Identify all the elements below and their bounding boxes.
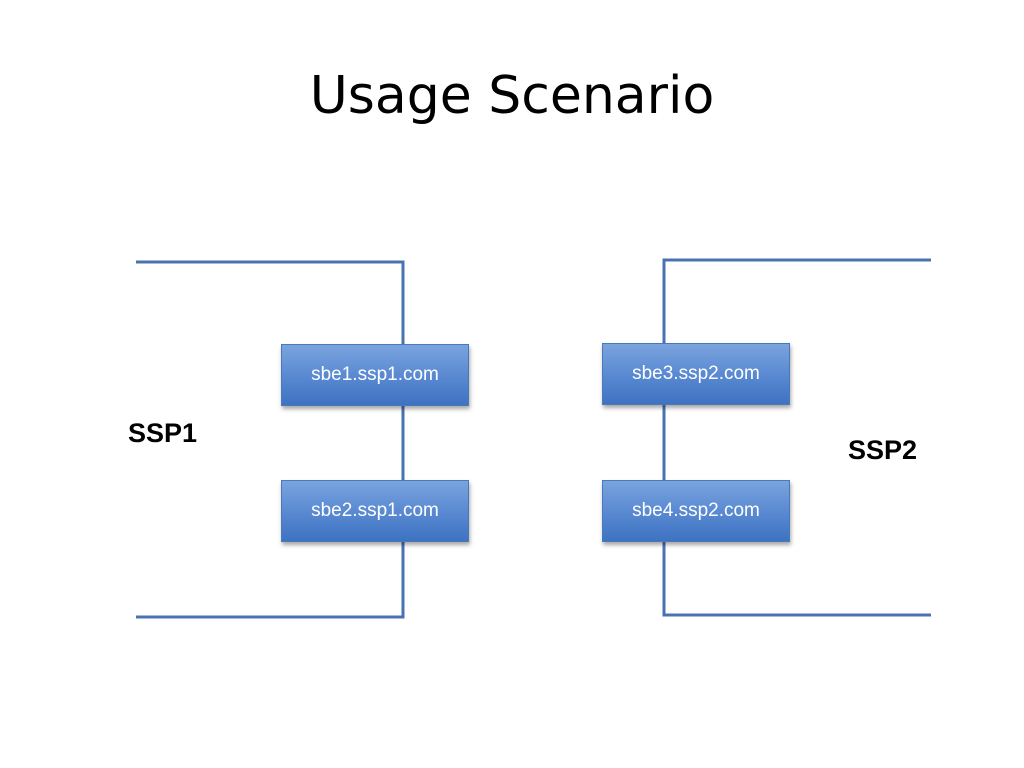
ssp1-boundary-line — [136, 260, 405, 619]
domain-label-ssp2: SSP2 — [848, 435, 918, 465]
node-sbe3: sbe3.ssp2.com — [602, 343, 790, 405]
domain-label-ssp1: SSP1 — [128, 418, 198, 448]
node-sbe4: sbe4.ssp2.com — [602, 480, 790, 542]
node-sbe1: sbe1.ssp1.com — [281, 344, 469, 406]
slide-title: Usage Scenario — [309, 66, 715, 126]
ssp2-boundary-line — [662, 258, 931, 617]
node-sbe2: sbe2.ssp1.com — [281, 480, 469, 542]
